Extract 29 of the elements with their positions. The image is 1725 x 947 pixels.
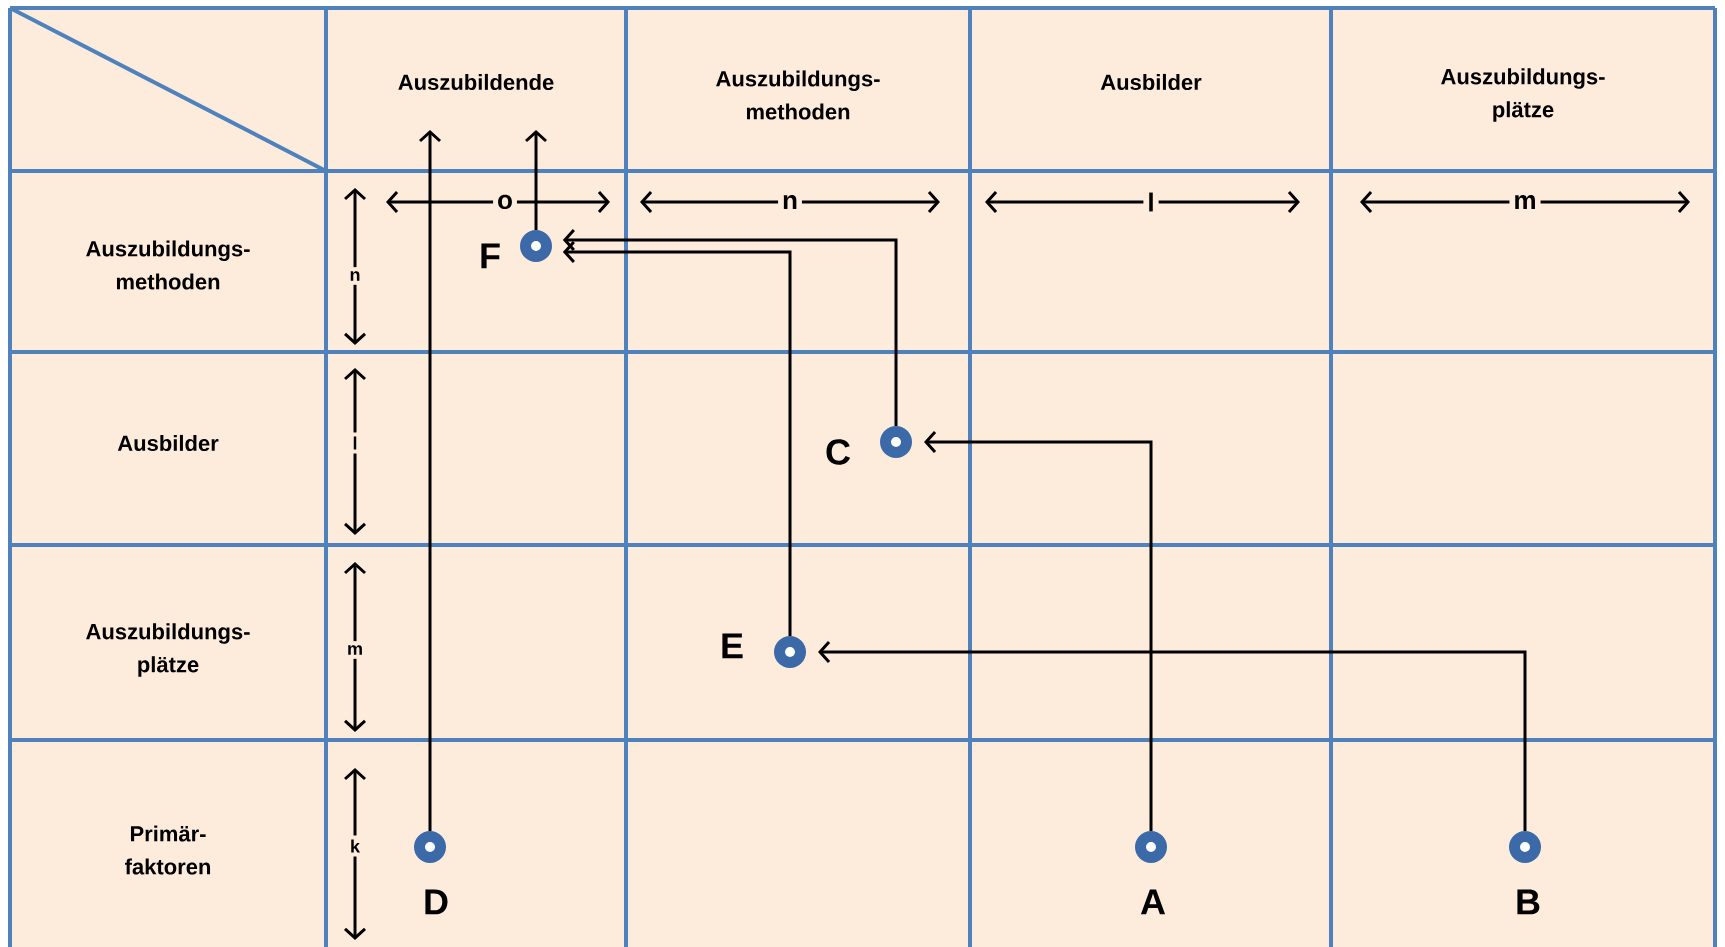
- header-cell-text: Ausbilder: [1100, 73, 1202, 91]
- marker-letter: D: [425, 889, 448, 915]
- dimension-label: m: [343, 641, 367, 659]
- arrow: [525, 130, 547, 230]
- marker-letter: B: [1517, 889, 1540, 915]
- header-cell-text: Auszubildungs- plätze: [86, 623, 250, 677]
- arrow: [562, 240, 792, 636]
- header-cell-text: Auszubildungs- methoden: [86, 240, 250, 290]
- target-marker: [520, 230, 552, 262]
- header-cell-text: Auszubildungs- methoden: [716, 70, 880, 120]
- header-cell-text: Auszubildende: [398, 73, 554, 91]
- dimension-label: m: [1509, 191, 1541, 213]
- target-marker: [1135, 831, 1167, 863]
- marker-letter: F: [481, 243, 500, 269]
- header-cell-text: Auszubildungs- plätze: [1441, 68, 1605, 122]
- marker-letter: E: [722, 633, 743, 659]
- target-marker: [880, 426, 912, 458]
- marker-letter: C: [826, 439, 850, 465]
- header-cell-text: Primär- faktoren: [125, 825, 211, 875]
- marker-letter: A: [1140, 889, 1166, 915]
- header-cell-text: Ausbilder: [117, 434, 219, 452]
- dimension-label: o: [493, 190, 517, 214]
- dimension-label: n: [778, 191, 802, 213]
- arrow: [562, 229, 898, 426]
- dimension-label: k: [346, 835, 364, 857]
- target-marker: [414, 831, 446, 863]
- dimension-label: l: [1143, 188, 1159, 216]
- target-marker: [1509, 831, 1541, 863]
- target-marker: [774, 636, 806, 668]
